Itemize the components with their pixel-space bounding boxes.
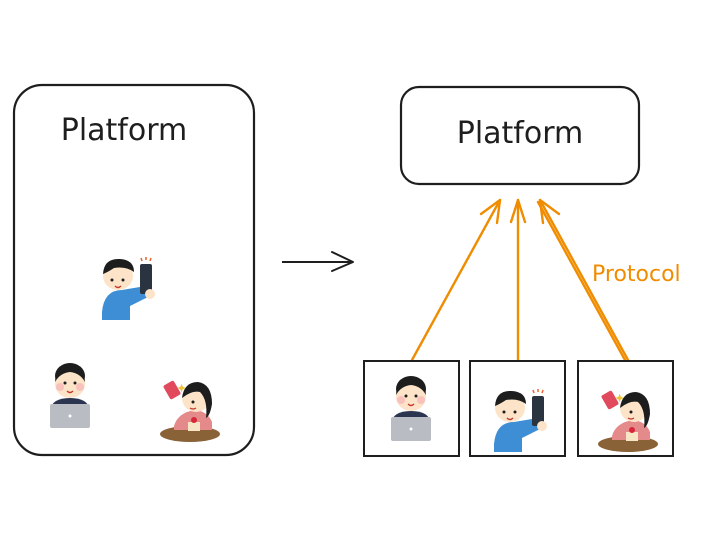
protocol-arrow-right <box>536 198 630 362</box>
transition-arrow-icon <box>282 251 354 272</box>
left-platform-title: Platform <box>61 113 188 148</box>
protocol-label: Protocol <box>592 262 681 287</box>
protocol-arrow-left <box>410 198 502 362</box>
user-box-selfie-man <box>469 360 566 457</box>
right-platform-title: Platform <box>457 116 584 151</box>
left-platform-box <box>12 83 256 457</box>
left-platform-container: Platform <box>12 83 256 457</box>
right-platform-container: Platform <box>399 85 641 186</box>
protocol-arrow-middle <box>509 198 527 362</box>
user-box-laptop-man <box>363 360 460 457</box>
user-box-cafe-woman <box>577 360 674 457</box>
right-platform-box <box>399 85 641 186</box>
